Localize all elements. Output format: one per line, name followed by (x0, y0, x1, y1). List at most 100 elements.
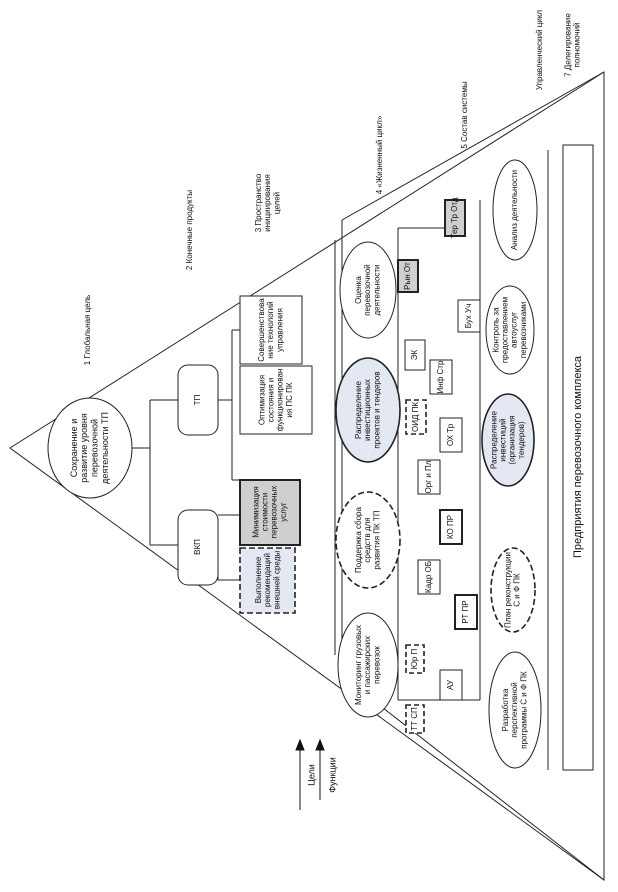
lower-connectors (397, 150, 549, 770)
goals-axis-label: Цели (306, 764, 316, 786)
level-5-label: 5 Состав системы (460, 81, 469, 148)
unit-rt-pr (454, 594, 478, 630)
oval-monitoring-text-line: Мониторинг грузовых (354, 625, 363, 705)
oval-evaluation (339, 241, 397, 339)
level-4-label-line: 4 «Жизненный цикл» (375, 115, 384, 194)
upper-connectors (130, 329, 258, 581)
unit-inf-str-label: Инф Стр (436, 360, 445, 393)
unit-ryn-ot-label-line: Рын От (403, 262, 412, 290)
oval-investment-projects (335, 357, 401, 463)
unit-tt-sp-label-line: ТТ СП (410, 707, 419, 731)
unit-oh-tr (439, 417, 463, 453)
unit-ko-pr-label-line: КО ПР (446, 515, 455, 539)
oval-investment-dist-text-line: тендеров) (517, 421, 526, 459)
oval-evaluation-text-line: Оценка (354, 276, 363, 304)
unit-org-pl-label-line: Орг и Пл (424, 460, 433, 493)
unit-ter-tr-otd (444, 199, 466, 237)
oval-analysis (492, 159, 538, 261)
unit-inf-str-label-line: Инф Стр (436, 360, 445, 393)
result-2-text-line: перевозочных (270, 486, 279, 538)
unit-ek-label-line: ЭК (410, 349, 419, 360)
unit-kadr-ob-label: Кадр ОБ (424, 561, 433, 593)
result-1-text-line: Выполнение (254, 556, 263, 603)
unit-kadr-ob (417, 559, 441, 595)
oval-monitoring-text-line: перевозок (372, 646, 381, 684)
unit-oh-tr-label: ОХ Тр (446, 423, 455, 446)
unit-ryn-ot (397, 259, 419, 293)
unit-ter-tr-otd-label: Тер Тр Отд (450, 197, 459, 238)
unit-org-pl (417, 459, 441, 495)
oval-control-text-line: предоставлением (501, 297, 510, 363)
oval-investment-dist-text-line: инвестиций (499, 418, 508, 461)
oval-funding-text-line: Поддержка сбора (354, 507, 363, 573)
level-3-label-line: инициирования (263, 174, 272, 232)
result-minimize-cost (239, 479, 301, 546)
result-2-text-line: услуг (279, 502, 288, 522)
unit-rt-pr-label-line: РТ ПР (461, 600, 470, 623)
goals-axis-label-line: Цели (306, 764, 316, 786)
base-enterprises-text: Предприятия перевозочного комплекса (572, 355, 584, 558)
oval-evaluation-text-line: перевозочной (363, 264, 372, 316)
tp-cylinder (177, 364, 219, 436)
oval-funding-text-line: средств для (363, 517, 372, 562)
level-2-label: 2 Конечные продукты (185, 190, 194, 270)
unit-oid-pk (405, 399, 427, 435)
oval-control-text-line: Контроль за (491, 307, 500, 353)
unit-au-label: АУ (446, 679, 455, 690)
level-6-label: Управленческий цикл (535, 10, 544, 90)
global-goal-text-line: перевозочной (90, 419, 100, 477)
level-2-label-line: 2 Конечные продукты (185, 190, 194, 270)
global-goal-text-line: Сохранение и (69, 419, 79, 477)
level-3-label-line: 3 Пространство (254, 173, 263, 232)
unit-kadr-ob-label-line: Кадр ОБ (424, 561, 433, 593)
unit-ko-pr (439, 509, 463, 545)
unit-ter-tr-otd-label-line: Тер Тр Отд (450, 197, 459, 238)
functions-axis-label: Функции (327, 757, 337, 792)
oval-investment-text-line: инвестиционных (363, 379, 372, 441)
oval-analysis-text-line: Анализ деятельности (510, 170, 519, 250)
result-4-text-line: Совершенствова (257, 298, 266, 362)
oval-control-text-line: перевозчиками (519, 302, 528, 358)
lower-triangle-left (341, 71, 605, 221)
level-1-label-line: 1 Глобальная цель (83, 295, 92, 365)
global-goal-text-line: развитие уровня (79, 413, 89, 483)
unit-oid-pk-label: ОИД ПК (411, 402, 420, 432)
oval-development-text-line: программы С и Ф ПК (519, 671, 528, 749)
result-1-text-line: рекомендаций (263, 553, 272, 607)
unit-buh-uch-label: Бух Уч (464, 304, 473, 329)
level-7-label-line: 7 Делегирование (564, 13, 573, 77)
oval-analysis-text: Анализ деятельности (510, 170, 519, 250)
vkp-label-line: ВКП (193, 539, 202, 555)
unit-yur-p (405, 644, 425, 674)
level-3-label-line: целей (272, 192, 281, 214)
oval-control (485, 285, 535, 375)
oval-evaluation-text-line: деятельности (372, 264, 381, 315)
vkp-cylinder (177, 509, 219, 586)
result-external-recommendations (239, 547, 296, 614)
result-1-text-line: внешней среды (272, 551, 281, 609)
result-improve-tech (239, 295, 303, 365)
lower-triangle-left2 (341, 675, 605, 881)
tp-label: ТП (193, 394, 202, 405)
unit-buh-uch-label-line: Бух Уч (464, 304, 473, 329)
oval-control-text-line: автоуслуг (510, 312, 519, 348)
level-4-label: 4 «Жизненный цикл» (375, 115, 384, 194)
oval-funding-support (335, 491, 401, 589)
level-6-label-line: Управленческий цикл (535, 10, 544, 90)
diagram-labels: 1 Глобальная цель 2 Конечные продукты 3 Пр… (47, 10, 594, 793)
unit-oh-tr-label-line: ОХ Тр (446, 423, 455, 446)
tp-label-line: ТП (193, 394, 202, 405)
